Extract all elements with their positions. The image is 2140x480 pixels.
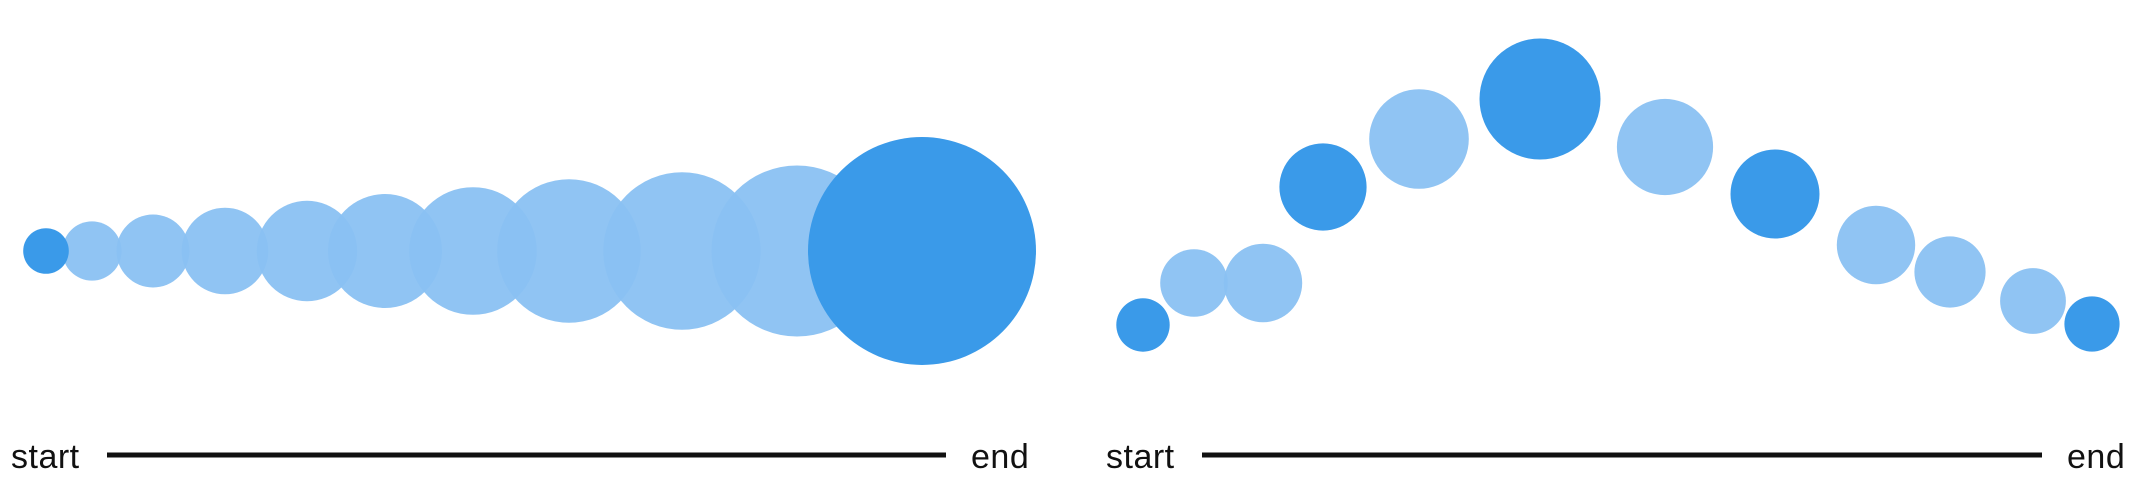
inbetween-bubble	[328, 194, 442, 308]
keyframe-bubble	[23, 228, 69, 274]
panel-arc: start end	[1095, 0, 2140, 480]
inbetween-bubble	[497, 179, 641, 323]
inbetween-bubble	[62, 221, 122, 281]
panel-growing: start end	[11, 137, 1036, 476]
inbetween-bubble	[1223, 243, 1303, 323]
inbetween-bubble	[116, 214, 190, 288]
inbetween-bubble	[1914, 236, 1986, 308]
keyframe-bubble	[1479, 38, 1601, 160]
keyframe-bubble	[808, 137, 1036, 365]
inbetween-bubble	[1160, 249, 1228, 317]
bubbles-arc-svg	[1116, 38, 2120, 458]
inbetween-bubble	[1836, 205, 1916, 285]
timeline-end-label: end	[2067, 438, 2126, 476]
inbetween-bubble	[1369, 89, 1469, 189]
keyframe-bubble	[1730, 149, 1820, 239]
keyframe-bubble	[1279, 143, 1367, 231]
timeline-end-label: end	[971, 438, 1030, 476]
keyframe-bubble	[2064, 296, 2120, 352]
timeline-start-label: start	[1106, 438, 1175, 476]
inbetween-bubble	[181, 207, 269, 295]
timeline-start-label: start	[11, 438, 80, 476]
inbetween-bubble	[2000, 268, 2066, 334]
inbetween-bubble	[1616, 98, 1714, 196]
inbetween-bubble	[256, 200, 358, 302]
bubbles-growing-svg	[23, 137, 1036, 458]
keyframe-bubble	[1116, 298, 1170, 352]
